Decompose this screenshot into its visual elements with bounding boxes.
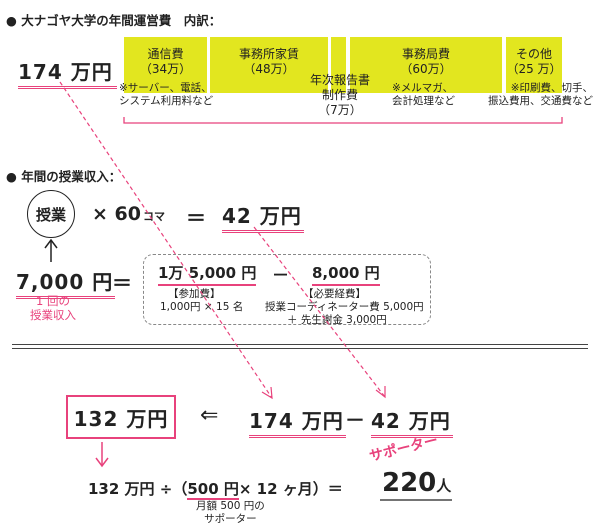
note-other: ※印刷費、切手、 振込費用、交通費など <box>488 82 593 108</box>
label-communication-amount: （34万） <box>139 62 192 76</box>
cost-detail-1: 授業コーディネーター費 5,000円 <box>265 301 424 313</box>
dashed-connector-income-head <box>375 386 386 399</box>
note-secretariat: ※メルマガ、 会計処理など <box>392 82 455 108</box>
class-income-repeat: 42 万円 <box>371 405 453 438</box>
calc-left: 132 万円 ÷（ <box>88 480 188 498</box>
label-annual-report-amount: （7万） <box>318 103 362 117</box>
annual-total-repeat: 174 万円 <box>249 405 346 438</box>
cost-total: 8,000 円 <box>312 262 380 286</box>
note-other-2: 振込費用、交通費など <box>488 95 593 107</box>
fee-detail-text: 1,000円 × 15 名 <box>160 301 244 313</box>
fee-head: 【参加費】 <box>168 288 221 300</box>
label-office-rent: 事務所家賃 （48万） <box>210 47 328 77</box>
bullet-icon: ● <box>6 13 17 28</box>
label-other-amount: （25 万） <box>506 62 562 76</box>
section1-title-text: 大ナゴヤ大学の年間運営費 内訳： <box>21 13 222 28</box>
monthly-label-2: サポーター <box>204 513 257 525</box>
times-unit: コマ <box>142 210 165 223</box>
note-communication: ※サーバー、電話、 システム利用料など <box>119 82 213 108</box>
fee-detail: 【参加費】 1,000円 × 15 名 <box>160 288 243 314</box>
result-arrow-head <box>95 457 109 468</box>
label-annual-report: 年次報告書 制作費 （7万） <box>305 73 375 118</box>
bullet-icon: ● <box>6 169 17 184</box>
equals-sign: ＝ <box>186 206 206 230</box>
note-communication-2: システム利用料など <box>119 95 214 107</box>
segment-annual-report <box>331 37 346 93</box>
class-income-total: 42 万円 <box>222 200 304 233</box>
monthly-label-1: 月額 500 円の <box>196 500 265 512</box>
note-communication-1: ※サーバー、電話、 <box>119 82 212 94</box>
label-other: その他 （25 万） <box>506 47 562 77</box>
per-class-label-1: 1 回の <box>36 294 70 308</box>
label-other-name: その他 <box>515 47 552 61</box>
monthly-supporter-label: 月額 500 円の サポーター <box>196 500 265 526</box>
label-communication: 通信費 （34万） <box>124 47 207 77</box>
fee-total: 1万 5,000 円 <box>158 262 257 286</box>
section1-title: ● 大ナゴヤ大学の年間運営費 内訳： <box>6 10 221 29</box>
cost-detail: 【必要経費】 授業コーディネーター費 5,000円 ＋ 先生謝金 3,000円 <box>265 288 424 327</box>
supporters-unit: 人 <box>436 477 452 495</box>
label-secretariat: 事務局費 （60万） <box>350 47 502 77</box>
circle-arrow-head <box>44 238 58 249</box>
calc-monthly-fee: 500 円 <box>187 480 239 500</box>
note-other-1: ※印刷費、切手、 <box>510 82 593 94</box>
supporter-calc: 132 万円 ÷（500 円× 12 ヶ月）＝ <box>88 478 343 500</box>
cost-head: 【必要経費】 <box>303 288 366 300</box>
cost-detail-2: ＋ 先生謝金 3,000円 <box>287 314 387 326</box>
minus-sign-2: － <box>345 408 365 432</box>
dashed-connector-total <box>59 81 273 399</box>
label-office-rent-amount: （48万） <box>243 62 295 76</box>
minus-sign: － <box>272 266 289 286</box>
equals-sign-2: ＝ <box>112 271 132 295</box>
left-arrow-icon: ⇐ <box>200 403 219 428</box>
section-divider <box>12 344 588 349</box>
section2-title-text: 年間の授業収入： <box>21 169 122 184</box>
dashed-connector-total-head <box>261 386 273 400</box>
note-secretariat-1: ※メルマガ、 <box>392 82 454 94</box>
segment-other <box>506 37 562 93</box>
class-circle-text: 授業 <box>35 205 66 224</box>
section2-title: ● 年間の授業収入： <box>6 166 121 185</box>
per-class-label-2: 授業収入 <box>30 308 76 322</box>
class-circle: 授業 <box>27 190 75 238</box>
label-annual-report-name: 年次報告書 <box>309 73 370 87</box>
label-secretariat-name: 事務局費 <box>401 47 450 61</box>
calc-mid: × 12 ヶ月）＝ <box>238 480 343 498</box>
segment-secretariat <box>350 37 502 93</box>
label-communication-name: 通信費 <box>147 47 184 61</box>
net-cost-box: 132 万円 <box>66 395 176 439</box>
label-annual-report-name2: 制作費 <box>321 88 358 102</box>
label-office-rent-name: 事務所家賃 <box>238 47 299 61</box>
times-sixty-value: × 60 <box>92 203 141 225</box>
label-secretariat-amount: （60万） <box>400 62 452 76</box>
supporters-number: 220 <box>382 468 437 498</box>
net-cost-value: 132 万円 <box>73 406 169 431</box>
note-secretariat-2: 会計処理など <box>392 95 455 107</box>
annual-total: 174 万円 <box>18 56 117 89</box>
per-class-label: 1 回の 授業収入 <box>30 294 76 322</box>
supporters-count: 220人 <box>382 468 451 498</box>
